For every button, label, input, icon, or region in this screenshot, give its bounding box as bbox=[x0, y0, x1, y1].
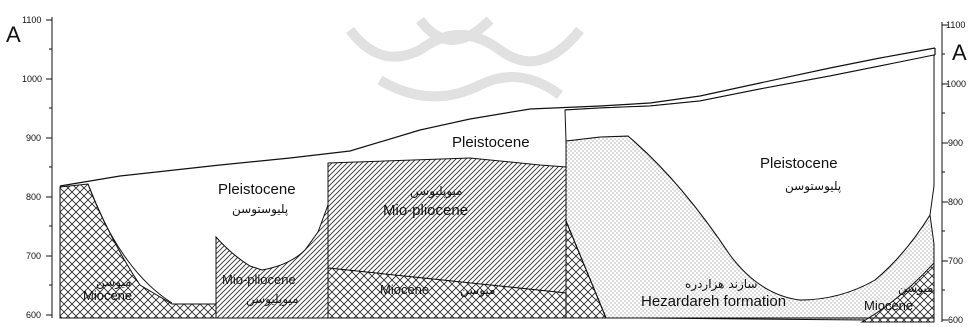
right-axis: 1100 1000 900 800 700 600 bbox=[942, 20, 966, 325]
right-axis-label: 1100 bbox=[946, 20, 965, 30]
unit-label-fa: پلیوستوسن bbox=[785, 179, 841, 194]
unit-label-fa: میوپلیوسن bbox=[410, 184, 463, 199]
left-axis: 1100 1000 900 800 700 600 bbox=[22, 15, 52, 320]
left-axis-label: 700 bbox=[26, 251, 41, 261]
right-axis-label: 900 bbox=[948, 138, 963, 148]
unit-label-en: Hezardareh formation bbox=[641, 293, 786, 310]
left-axis-label: 1100 bbox=[22, 15, 41, 25]
left-axis-label: 900 bbox=[26, 133, 41, 143]
unit-label-en: Pleistocene bbox=[218, 181, 296, 198]
watermark-emblem bbox=[350, 20, 580, 96]
left-axis-label: 600 bbox=[26, 310, 41, 320]
section-endpoint-left: A bbox=[6, 22, 21, 47]
unit-label-fa: سازند هزاردره bbox=[685, 277, 757, 292]
unit-label-en: Miocene bbox=[380, 282, 429, 297]
right-axis-label: 1000 bbox=[946, 79, 966, 89]
unit-label-en: Miocene bbox=[864, 298, 913, 313]
unit-label-fa: میوسن bbox=[898, 281, 933, 296]
unit-label-en: Miocene bbox=[83, 288, 132, 303]
unit-label-en: Pleistocene bbox=[760, 155, 838, 172]
unit-label-en: Pleistocene bbox=[452, 134, 530, 151]
left-axis-label: 800 bbox=[26, 192, 41, 202]
right-axis-label: 800 bbox=[948, 197, 963, 207]
unit-label-fa: میوپلیوسن bbox=[246, 292, 299, 307]
unit-label-en: Mio-pliocene bbox=[222, 272, 296, 287]
right-axis-label: 600 bbox=[948, 315, 963, 325]
unit-label-en: Mio-pliocene bbox=[383, 202, 468, 219]
left-axis-label: 1000 bbox=[22, 74, 42, 84]
section-endpoint-right: A bbox=[952, 40, 967, 65]
unit-label-fa: پلیوستوسن bbox=[232, 202, 288, 217]
unit-label-fa: میوسن bbox=[460, 283, 495, 298]
right-axis-label: 700 bbox=[948, 256, 963, 266]
